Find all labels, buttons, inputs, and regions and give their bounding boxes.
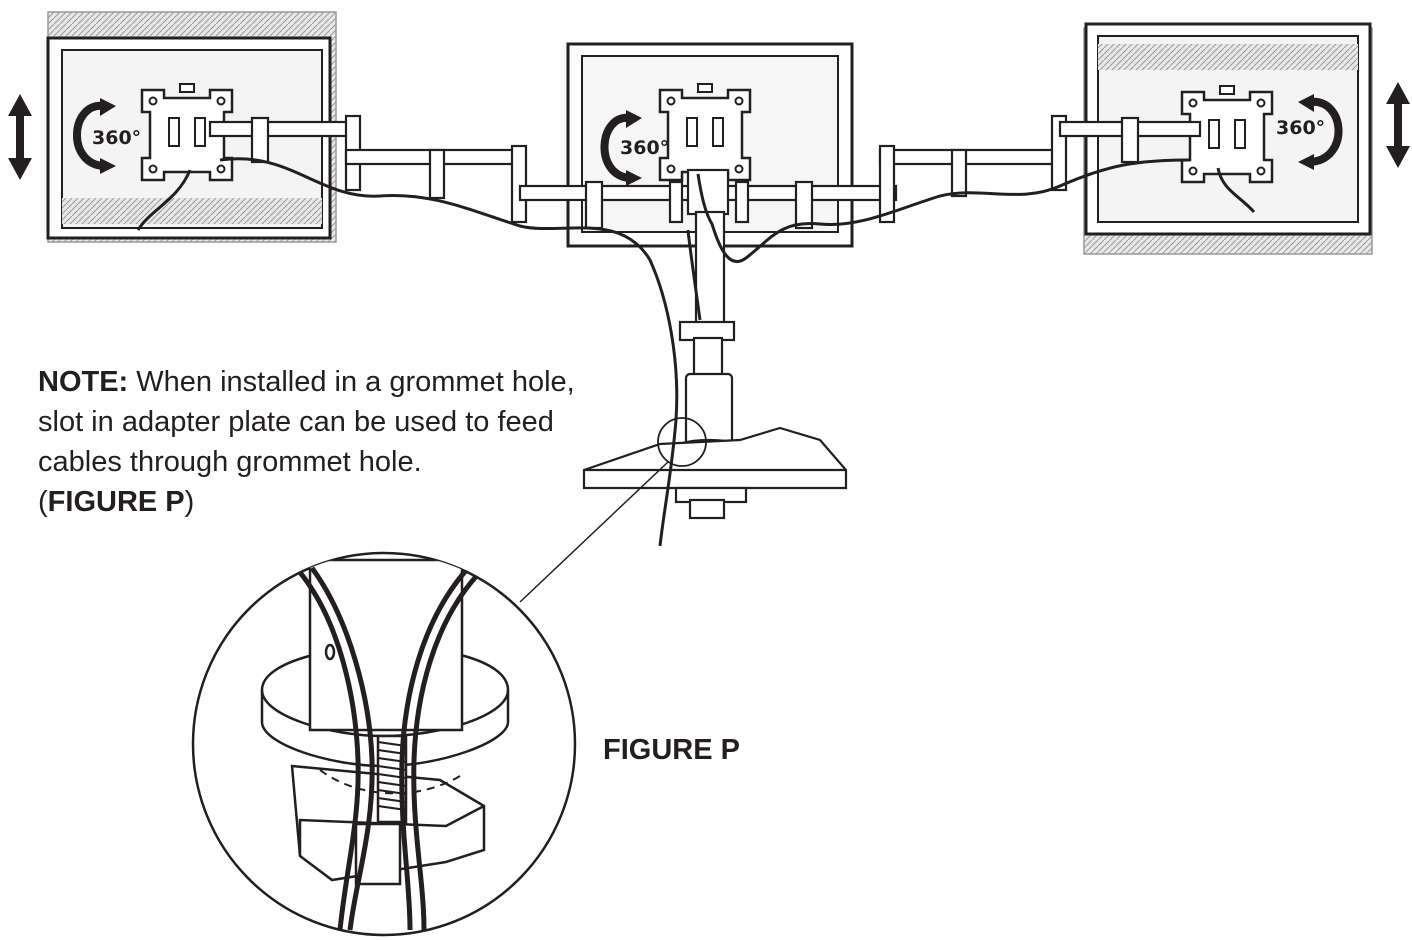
- cables: [136, 157, 1256, 547]
- note-figure-ref: FIGURE P: [47, 486, 185, 518]
- magnified-detail-icon: [191, 551, 577, 937]
- pole-and-clamp: [582, 210, 848, 520]
- left-monitor: [46, 11, 337, 243]
- note-paren-open: (: [38, 486, 48, 518]
- rotation-360-center-icon: 360°: [600, 110, 669, 186]
- note-line-2: slot in adapter plate can be used to fee…: [38, 406, 554, 438]
- detail-callout: [519, 417, 707, 603]
- installation-note: NOTE: When installed in a grommet hole, …: [38, 362, 638, 522]
- note-line-1: When installed in a grommet hole,: [136, 366, 575, 398]
- tilt-arrows-right-icon: [1386, 82, 1410, 168]
- rotation-label-center: 360°: [620, 137, 669, 159]
- mount-arms: [208, 114, 1202, 230]
- figure-label: FIGURE P: [603, 734, 740, 766]
- tilt-arrows-left-icon: [8, 94, 32, 180]
- rotation-label-left: 360°: [92, 127, 141, 149]
- rotation-360-left-icon: 360°: [73, 98, 141, 174]
- note-paren-close: ): [184, 486, 195, 518]
- rotation-label-right: 360°: [1276, 117, 1325, 139]
- note-line-3: cables through grommet hole.: [38, 446, 422, 478]
- note-label: NOTE:: [38, 366, 129, 398]
- rotation-360-right-icon: 360°: [1276, 94, 1343, 170]
